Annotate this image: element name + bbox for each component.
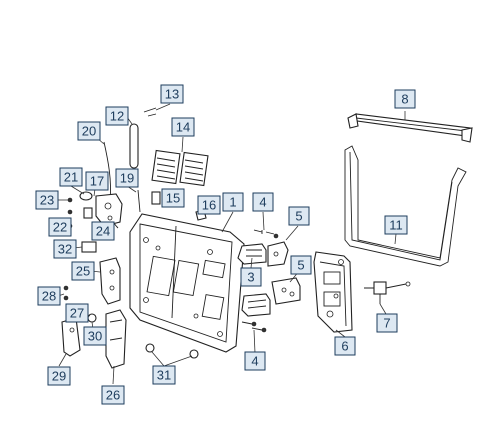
callout-28: 28 xyxy=(37,286,61,306)
part-3-lower-hinge xyxy=(241,293,271,317)
callout-21: 21 xyxy=(59,167,83,187)
callout-6: 6 xyxy=(334,336,356,356)
callout-24: 24 xyxy=(91,221,115,241)
callout-label: 15 xyxy=(166,191,180,206)
callout-17: 17 xyxy=(85,171,109,191)
callout-label: 30 xyxy=(88,329,102,344)
callout-label: 11 xyxy=(389,218,403,233)
part-31-grommets xyxy=(145,343,199,359)
callout-label: 8 xyxy=(401,92,408,107)
callout-label: 19 xyxy=(120,171,134,186)
callout-label: 28 xyxy=(42,289,56,304)
part-5-hinge-plate-upper xyxy=(267,241,289,267)
callout-30: 30 xyxy=(83,326,107,346)
part-4-bolts xyxy=(241,229,279,333)
callout-16: 16 xyxy=(197,195,221,215)
callout-label: 5 xyxy=(297,258,304,273)
callout-26: 26 xyxy=(101,385,125,405)
part-26-handle xyxy=(105,309,127,369)
part-6-latch-housing xyxy=(313,251,353,333)
callout-25: 25 xyxy=(71,261,95,281)
callout-7: 7 xyxy=(376,313,398,333)
callout-label: 31 xyxy=(157,368,171,383)
callout-label: 6 xyxy=(341,339,348,354)
callout-label: 24 xyxy=(96,224,110,239)
part-19-link-rod xyxy=(137,189,141,213)
callout-19: 19 xyxy=(115,168,139,188)
callout-4-top: 4 xyxy=(252,192,274,212)
part-32-clip xyxy=(81,241,97,253)
part-13-fasteners xyxy=(143,107,157,117)
callout-label: 4 xyxy=(251,354,258,369)
callout-label: 32 xyxy=(58,242,72,257)
callout-5-top: 5 xyxy=(288,206,310,226)
part-7-connector xyxy=(364,281,411,304)
callout-3: 3 xyxy=(240,267,262,287)
callout-label: 21 xyxy=(64,170,78,185)
callout-8: 8 xyxy=(394,89,416,109)
callout-31: 31 xyxy=(152,365,176,385)
callout-label: 17 xyxy=(90,174,104,189)
part-28-fasteners xyxy=(63,285,69,301)
callout-27: 27 xyxy=(65,303,89,323)
callout-label: 1 xyxy=(229,195,236,210)
callout-32: 32 xyxy=(53,239,77,259)
callout-4-bottom: 4 xyxy=(244,351,266,371)
callout-14: 14 xyxy=(171,117,195,137)
callout-label: 20 xyxy=(82,124,96,139)
callout-label: 3 xyxy=(247,270,254,285)
callout-label: 29 xyxy=(52,369,66,384)
part-29-strap xyxy=(61,317,81,357)
callout-13: 13 xyxy=(160,84,184,104)
callout-label: 25 xyxy=(76,264,90,279)
part-25-bracket xyxy=(99,257,121,305)
callout-23: 23 xyxy=(35,190,59,210)
part-3-upper-hinge xyxy=(237,243,267,265)
part-8-upper-seal-bar xyxy=(347,113,473,143)
callout-15: 15 xyxy=(161,188,185,208)
callout-label: 27 xyxy=(70,306,84,321)
callout-label: 16 xyxy=(202,198,216,213)
part-5-hinge-plate-lower xyxy=(271,277,301,305)
callout-label: 22 xyxy=(53,220,67,235)
callout-29: 29 xyxy=(47,366,71,386)
callout-1: 1 xyxy=(222,192,244,212)
callout-label: 14 xyxy=(176,120,190,135)
callout-label: 13 xyxy=(165,87,179,102)
part-11-door-seal-loop xyxy=(344,145,467,267)
callout-label: 7 xyxy=(383,316,390,331)
part-30-clip xyxy=(87,313,97,323)
part-17-retainer xyxy=(83,207,93,219)
callout-label: 12 xyxy=(110,109,124,124)
callout-22: 22 xyxy=(48,217,72,237)
callout-20: 20 xyxy=(77,121,101,141)
callout-label: 26 xyxy=(106,388,120,403)
part-24-latch-assembly xyxy=(95,193,123,227)
part-12-rod xyxy=(129,123,139,169)
part-14-vent-grilles xyxy=(151,149,209,187)
callout-label: 4 xyxy=(259,195,266,210)
part-21-bumper xyxy=(79,191,93,201)
callout-label: 5 xyxy=(295,209,302,224)
callout-12: 12 xyxy=(105,106,129,126)
part-23-screw xyxy=(67,197,73,215)
part-1-tailgate-panel xyxy=(129,213,245,353)
callout-5-bottom: 5 xyxy=(290,255,312,275)
callout-label: 23 xyxy=(40,193,54,208)
callout-11: 11 xyxy=(384,215,408,235)
